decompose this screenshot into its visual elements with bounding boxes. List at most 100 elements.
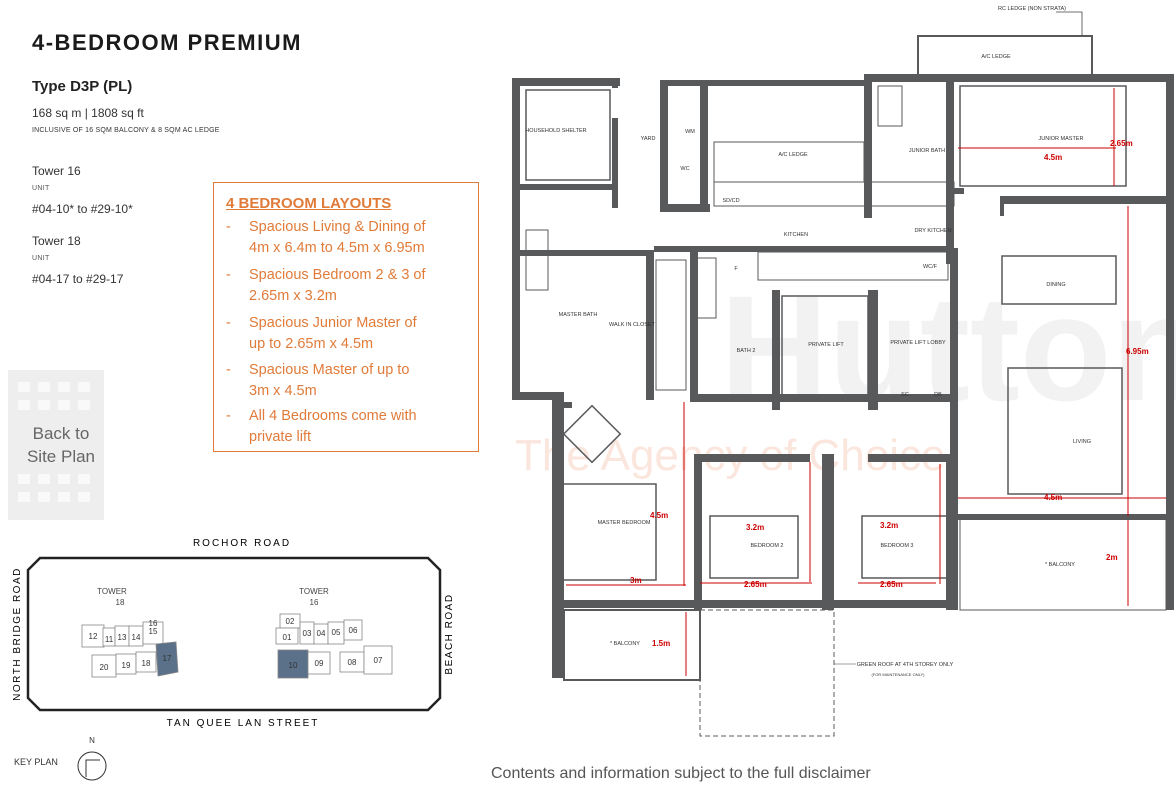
label-ac-ledge-top: A/C LEDGE	[981, 54, 1011, 60]
svg-text:11: 11	[105, 635, 114, 644]
dim-junior-master-width: 2.65m	[1110, 139, 1133, 148]
tower-16-unit-label: UNIT	[32, 185, 50, 192]
layout-item: - Spacious Junior Master of up to 2.65m …	[226, 315, 417, 352]
layouts-title: 4 BEDROOM LAYOUTS	[226, 195, 392, 212]
svg-text:09: 09	[315, 659, 324, 668]
svg-text:15: 15	[149, 627, 158, 636]
label-sc: SC	[901, 392, 909, 398]
label-green-roof: GREEN ROOF AT 4TH STOREY ONLY	[857, 662, 954, 668]
unit-type: Type D3P (PL)	[32, 78, 133, 95]
svg-text:04: 04	[317, 629, 326, 638]
svg-text:16: 16	[149, 619, 158, 628]
svg-text:19: 19	[122, 661, 131, 670]
dim-bedroom3-width: 2.65m	[880, 580, 903, 589]
svg-text:13: 13	[118, 633, 127, 642]
dim-balcony-right: 2m	[1106, 553, 1118, 562]
layout-item: - All 4 Bedrooms come with private lift	[226, 408, 417, 445]
floor-plan: Huttons The Agency of Choice	[512, 6, 1176, 737]
label-wm: WM	[685, 129, 695, 135]
label-sd-cd: SD/CD	[722, 198, 739, 204]
disclaimer-text: Contents and information subject to the …	[491, 765, 871, 782]
layout-item: - Spacious Living & Dining of 4m x 6.4m …	[226, 219, 426, 256]
tower-18-block	[81, 621, 179, 678]
svg-text:17: 17	[163, 654, 172, 663]
dim-master-height: 4.5m	[650, 511, 668, 520]
label-rc-ledge: RC LEDGE (NON STRATA)	[998, 6, 1066, 12]
label-bedroom-3: BEDROOM 3	[880, 543, 913, 549]
dimension-lines	[566, 88, 1166, 676]
label-household-shelter: HOUSEHOLD SHELTER	[525, 128, 586, 134]
label-kitchen: KITCHEN	[784, 232, 808, 238]
label-master-bath: MASTER BATH	[559, 312, 598, 318]
walls	[512, 74, 1174, 678]
label-junior-bath: JUNIOR BATH	[909, 148, 945, 154]
dim-living-height: 6.95m	[1126, 347, 1149, 356]
svg-text:14: 14	[132, 633, 141, 642]
svg-text:07: 07	[374, 656, 383, 665]
road-tan-quee-lan: TAN QUEE LAN STREET	[167, 718, 320, 729]
label-ac-ledge-mid: A/C LEDGE	[778, 152, 808, 158]
dim-balcony-left: 1.5m	[652, 639, 670, 648]
tower-18-number: 18	[116, 598, 125, 607]
tower-16-units: #04-10* to #29-10*	[32, 202, 133, 216]
dim-living-width: 4.5m	[1044, 493, 1062, 502]
road-rochor: ROCHOR ROAD	[193, 538, 291, 549]
svg-text:18: 18	[142, 659, 151, 668]
layouts-box	[213, 182, 479, 452]
label-wc: WC	[680, 166, 689, 172]
back-button-label: Back to Site Plan	[26, 424, 96, 466]
label-yard: YARD	[641, 136, 656, 142]
tower-18-label: Tower 18	[32, 234, 81, 248]
svg-text:02: 02	[286, 617, 295, 626]
label-balcony-right: * BALCONY	[1045, 562, 1075, 568]
north-compass-icon: N	[77, 736, 107, 781]
label-bedroom-2: BEDROOM 2	[750, 543, 783, 549]
label-db: DB	[934, 392, 942, 398]
layout-item: - Spacious Bedroom 2 & 3 of 2.65m x 3.2m	[226, 267, 426, 304]
label-green-roof-note: (FOR MAINTENANCE ONLY)	[871, 672, 925, 677]
label-living: LIVING	[1073, 439, 1091, 445]
tower-16-label: Tower 16	[32, 164, 81, 178]
tower-18-unit-label: UNIT	[32, 255, 50, 262]
svg-text:03: 03	[303, 629, 312, 638]
dim-bedroom3-height: 3.2m	[880, 521, 898, 530]
dim-junior-master-height: 4.5m	[1044, 153, 1062, 162]
road-beach: BEACH ROAD	[444, 593, 455, 674]
label-wcf: WC/F	[923, 264, 938, 270]
back-to-site-plan-button[interactable]: Back to Site Plan	[8, 370, 104, 520]
tower-18-units: #04-17 to #29-17	[32, 272, 124, 286]
svg-text:20: 20	[100, 663, 109, 672]
road-north-bridge: NORTH BRIDGE ROAD	[12, 567, 23, 701]
label-bath-2: BATH 2	[737, 348, 756, 354]
dim-bedroom2-height: 3.2m	[746, 523, 764, 532]
svg-text:12: 12	[89, 632, 98, 641]
tower-18-name: TOWER	[97, 587, 127, 596]
label-master-bedroom: MASTER BEDROOM	[598, 520, 651, 526]
label-junior-master: JUNIOR MASTER	[1039, 136, 1084, 142]
page-title: 4-BEDROOM PREMIUM	[32, 30, 302, 55]
label-f: F	[734, 266, 738, 272]
tower-16-number: 16	[310, 598, 319, 607]
label-dry-kitchen: DRY KITCHEN	[914, 228, 951, 234]
svg-text:08: 08	[348, 658, 357, 667]
svg-text:10: 10	[289, 661, 298, 670]
unit-inclusive-note: INCLUSIVE OF 16 SQM BALCONY & 8 SQM AC L…	[32, 127, 220, 134]
building-icon	[8, 370, 104, 520]
key-plan-map: ROCHOR ROAD TAN QUEE LAN STREET NORTH BR…	[12, 538, 455, 729]
tower-16-block	[275, 613, 393, 679]
dim-bedroom2-width: 2.65m	[744, 580, 767, 589]
svg-text:N: N	[89, 736, 95, 745]
layout-item: - Spacious Master of up to 3m x 4.5m	[226, 362, 410, 399]
label-dining: DINING	[1046, 282, 1065, 288]
dim-master-width: 3m	[630, 576, 642, 585]
label-walk-in-closet: WALK IN CLOSET	[609, 322, 656, 328]
label-private-lift: PRIVATE LIFT	[808, 342, 844, 348]
key-plan-label: KEY PLAN	[14, 757, 58, 767]
tower-16-name: TOWER	[299, 587, 329, 596]
svg-text:01: 01	[283, 633, 292, 642]
label-private-lift-lobby: PRIVATE LIFT LOBBY	[890, 340, 946, 346]
svg-text:06: 06	[349, 626, 358, 635]
unit-size: 168 sq m | 1808 sq ft	[32, 106, 144, 120]
svg-text:05: 05	[332, 628, 341, 637]
label-balcony-left: * BALCONY	[610, 641, 640, 647]
